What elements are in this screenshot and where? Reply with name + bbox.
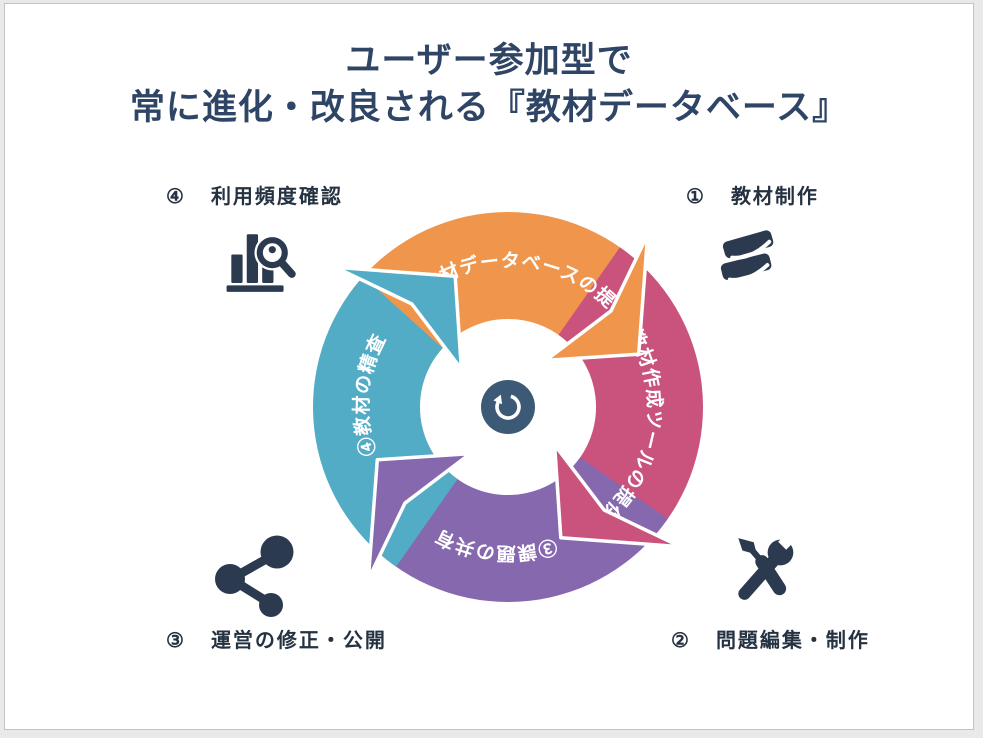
cycle-segment-3	[377, 457, 668, 603]
step-label-1: ① 教材制作	[686, 180, 819, 209]
step-number-1: ①	[686, 184, 704, 208]
step-number-2: ②	[671, 628, 689, 652]
books-icon	[711, 220, 783, 292]
cycle-segment-1	[348, 211, 639, 357]
cycle-segment-2	[558, 247, 704, 538]
step-label-4: ④ 利用頻度確認	[166, 180, 343, 209]
cycle-diagram: ①教材データベースの提供 ②教材作成ツールの提供 ③課題の共有 ④教材の精査	[273, 172, 743, 642]
page-title: ユーザー参加型で 常に進化・改良される『教材データベース』	[5, 37, 973, 131]
step-text-2: 問題編集・制作	[715, 628, 870, 652]
cycle-arrowhead-3	[366, 451, 472, 582]
step-label-3: ③ 運営の修正・公開	[166, 624, 387, 653]
step-label-2: ② 問題編集・制作	[671, 624, 870, 653]
share-icon	[205, 528, 295, 618]
cycle-arrowhead-4	[333, 265, 464, 371]
step-number-4: ④	[166, 184, 184, 208]
step-number-3: ③	[166, 628, 184, 652]
tools-icon	[727, 532, 799, 608]
step-text-3: 運営の修正・公開	[210, 628, 387, 652]
page-title-line2: 常に進化・改良される『教材データベース』	[129, 88, 849, 127]
refresh-icon	[481, 380, 535, 434]
step-text-1: 教材制作	[730, 184, 819, 208]
step-text-4: 利用頻度確認	[210, 184, 343, 208]
page-title-line1: ユーザー参加型で	[345, 41, 633, 80]
cycle-arrowhead-2	[552, 443, 683, 549]
cycle-segment-4	[312, 276, 458, 567]
cycle-arrowhead-1	[544, 232, 650, 363]
chart-search-icon	[223, 220, 299, 296]
